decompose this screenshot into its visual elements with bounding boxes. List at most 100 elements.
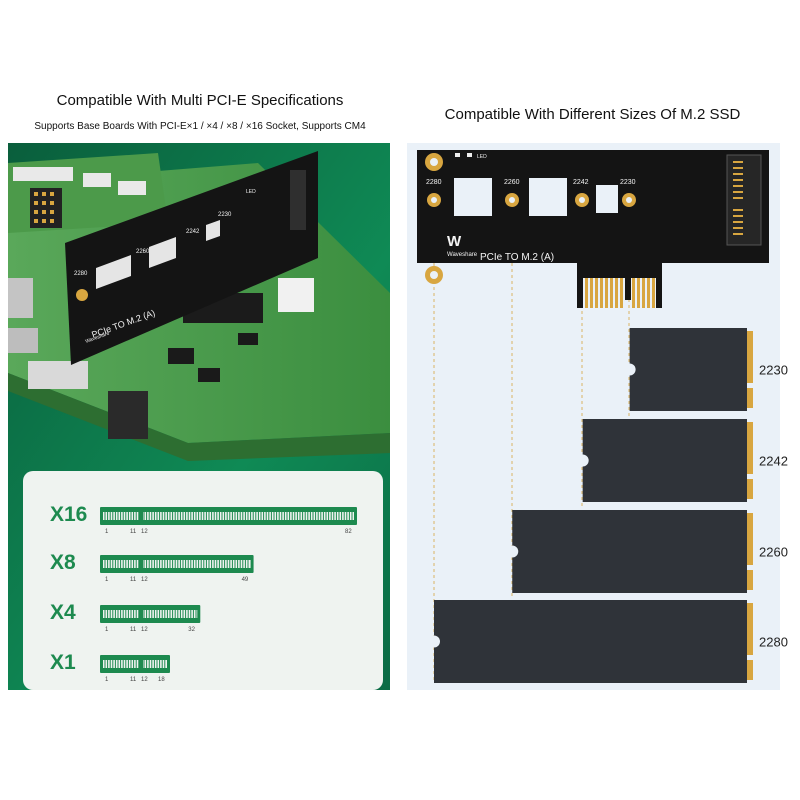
pcie-to-m2-card: LED 2280 2260 2242 2230 W Waveshare PCIe…: [417, 150, 769, 308]
pin-number: 1: [105, 627, 109, 633]
pin-number: 1: [105, 677, 109, 683]
board-photo-illustration: 2280 2260 2242 2230 LED PCIe TO M.2 (A) …: [8, 143, 390, 690]
slot-label: X16: [50, 503, 87, 526]
ssd-screw-notch: [506, 545, 519, 558]
pin-number: 12: [141, 677, 148, 683]
cutout-3: [596, 185, 618, 213]
chip-2: [198, 368, 220, 382]
pcie-to-m2-card-photo: [65, 151, 318, 365]
photo-led-label: LED: [246, 189, 256, 195]
hole-label-2230: 2230: [620, 179, 636, 186]
photo-label-2230: 2230: [218, 212, 232, 218]
hole-label-2242: 2242: [573, 179, 589, 186]
photo-hole-2230: [206, 220, 220, 241]
brand-label: Waveshare: [447, 252, 478, 258]
fan-connector: [278, 278, 314, 312]
pin-number: 11: [130, 627, 137, 633]
cutout-2: [529, 178, 567, 216]
gold-fingers: [585, 278, 655, 308]
ssd-key-notch: [747, 474, 753, 479]
ssd-2280: 2280: [428, 600, 788, 683]
ssd-screw-notch: [428, 635, 440, 648]
gpio-header: [30, 188, 62, 228]
slot-label: X8: [50, 551, 76, 574]
ssd-key-notch: [747, 383, 753, 388]
ssd-body: [512, 510, 747, 593]
ssd-sizes: 2230 2242 2260 2280: [428, 328, 788, 683]
pin-number: 12: [141, 577, 148, 583]
pin-number: 11: [130, 577, 137, 583]
hole-label-2260: 2260: [504, 179, 520, 186]
ssd-connector: [747, 603, 753, 680]
slot-key: [139, 608, 143, 620]
cutout-1: [454, 178, 492, 216]
photo-standoff: [76, 289, 88, 301]
hdmi-port: [8, 328, 38, 353]
ssd-key-notch: [747, 655, 753, 660]
slot-opening: [103, 560, 251, 568]
slot-key: [139, 658, 143, 670]
slot-opening: [103, 610, 198, 618]
right-panel: LED 2280 2260 2242 2230 W Waveshare PCIe…: [407, 143, 788, 690]
chip-3: [238, 333, 258, 345]
photo-label-2280: 2280: [74, 271, 88, 277]
hole-label-2280: 2280: [426, 179, 442, 186]
pin-number: 32: [188, 627, 195, 633]
sd-card-slot: [28, 361, 88, 389]
pin-number: 11: [130, 677, 137, 683]
connector-top-1: [13, 167, 73, 181]
ssd-size-label: 2242: [759, 454, 788, 469]
ssd-2230: 2230: [623, 328, 788, 411]
pin-number: 12: [141, 627, 148, 633]
photo-label-2260: 2260: [136, 249, 150, 255]
ssd-body: [629, 328, 747, 411]
left-title: Compatible With Multi PCI-E Specificatio…: [56, 92, 344, 109]
ssd-size-label: 2230: [759, 363, 788, 378]
pin-number: 12: [141, 529, 148, 535]
waveshare-logo: W: [447, 233, 462, 250]
slot-label: X4: [50, 601, 76, 624]
usb-port: [8, 278, 33, 318]
slot-pins: [104, 512, 353, 520]
pin-number: 11: [130, 529, 137, 535]
pin-number: 49: [242, 577, 249, 583]
ssd-size-label: 2280: [759, 635, 788, 650]
ssd-2242: 2242: [576, 419, 788, 502]
slot-label: X1: [50, 651, 76, 674]
photo-hole-2260: [96, 255, 131, 289]
ssd-body: [582, 419, 747, 502]
led-label: LED: [477, 154, 487, 160]
right-title: Compatible With Different Sizes Of M.2 S…: [444, 106, 741, 123]
board-edge: [8, 373, 390, 461]
ssd-size-illustration: LED 2280 2260 2242 2230 W Waveshare PCIe…: [417, 150, 788, 683]
dc-jack: [108, 391, 148, 439]
pin-number: 1: [105, 577, 109, 583]
ssd-screw-notch: [623, 363, 636, 376]
m2-socket: [726, 154, 762, 246]
ssd-connector: [747, 513, 753, 590]
product-label: PCIe TO M.2 (A): [480, 252, 554, 263]
slot-key: [139, 558, 143, 570]
pin-number: 1: [105, 529, 109, 535]
pin-number: 18: [158, 677, 165, 683]
ssd-2260: 2260: [506, 510, 788, 593]
slot-opening: [103, 512, 354, 520]
chip-1: [168, 348, 194, 364]
ssd-size-label: 2260: [759, 545, 788, 560]
ssd-key-notch: [747, 565, 753, 570]
connector-top-2: [83, 173, 111, 187]
photo-hole-2242: [149, 237, 176, 268]
connector-top-3: [118, 181, 146, 195]
left-subtitle: Supports Base Boards With PCI-E×1 / ×4 /…: [34, 121, 366, 132]
left-panel: 2280 2260 2242 2230 LED PCIe TO M.2 (A) …: [8, 143, 390, 690]
ssd-body: [434, 600, 747, 683]
slot-opening: [103, 660, 167, 668]
ssd-connector: [747, 422, 753, 499]
slot-diagram-card: [23, 471, 383, 690]
slot-key: [139, 510, 143, 522]
